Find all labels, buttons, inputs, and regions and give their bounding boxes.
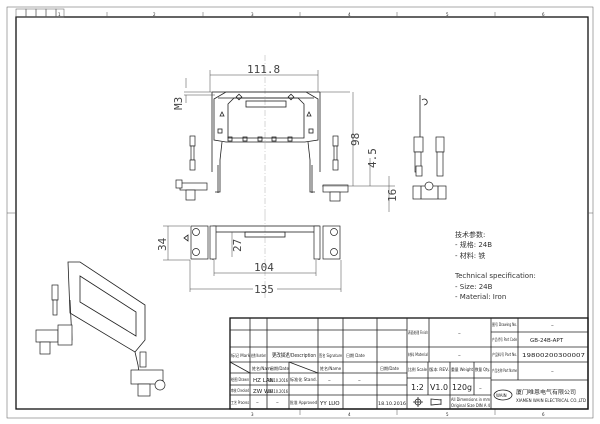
approved-label: 批准 Approved bbox=[290, 399, 317, 405]
technical-specification: 技术参数: - 规格: 24B - 材料: 铁 Technical specif… bbox=[454, 230, 536, 301]
column-label: 2 bbox=[153, 12, 156, 17]
outer-border bbox=[6, 6, 594, 419]
part-code-value: GB-24B-APT bbox=[530, 338, 564, 344]
isometric-view bbox=[35, 261, 166, 397]
screw-left bbox=[189, 135, 196, 171]
number-header: 处数 Number bbox=[251, 352, 266, 358]
material-value: – bbox=[458, 353, 461, 359]
dimension-offset: 4.5 bbox=[366, 148, 379, 168]
company-logo: WAIN bbox=[493, 389, 513, 401]
dimensions-note: All Dimensions in mm bbox=[451, 397, 490, 402]
process-label: 工艺 Process bbox=[231, 400, 249, 405]
column-label: 3 bbox=[251, 12, 254, 17]
standard-label: 标准化 Stand. bbox=[290, 376, 317, 382]
rev-value: V1.0 bbox=[430, 383, 448, 392]
column-label: 4 bbox=[348, 412, 351, 417]
part-name-value: – bbox=[551, 369, 554, 375]
title-block: 标记 Mark 处数 Number 更改描述/Description 签名 Si… bbox=[229, 317, 589, 410]
dimension-width-top: 111.8 bbox=[247, 63, 280, 76]
spec-en-material: - Material: Iron bbox=[455, 293, 506, 301]
process-name: – bbox=[256, 400, 259, 406]
front-view: 111.8 M3 98 4.5 16 bbox=[172, 55, 399, 215]
clamp-left bbox=[175, 179, 208, 201]
spec-en-size: - Size: 24B bbox=[455, 283, 493, 291]
part-name-label: 产品名称 Part Name bbox=[492, 367, 517, 373]
name-header: 姓名/Name bbox=[320, 365, 342, 371]
spec-cn-title: 技术参数: bbox=[455, 230, 485, 239]
inner-border bbox=[15, 16, 589, 410]
column-label: 4 bbox=[348, 12, 351, 17]
column-label: 3 bbox=[251, 412, 254, 417]
clamp-right bbox=[322, 184, 349, 202]
revision-tab bbox=[15, 8, 65, 18]
description-header: 更改描述/Description bbox=[272, 351, 316, 359]
scale-value: 1:2 bbox=[411, 383, 424, 392]
dimension-overall: 135 bbox=[254, 283, 274, 296]
dimension-inner: 27 bbox=[231, 239, 244, 252]
drawn-name: HZ LAN bbox=[253, 378, 274, 384]
column-label: 5 bbox=[446, 12, 449, 17]
qty-label: 数量 Qty. bbox=[475, 366, 490, 372]
company-name-cn: 厦门唯恩电气有限公司 bbox=[516, 388, 576, 396]
approved-date: 18.10.2016 bbox=[378, 401, 407, 406]
top-view: 34 27 104 135 bbox=[156, 215, 342, 300]
dimension-height: 98 bbox=[349, 133, 362, 146]
approved-name: YY LUO bbox=[319, 401, 340, 407]
name-header: 姓名/Name bbox=[252, 365, 274, 371]
column-label: 5 bbox=[446, 412, 449, 417]
hole-row bbox=[217, 93, 314, 142]
part-no-label: 产品料号 Part No. bbox=[492, 351, 517, 357]
standard-date: – bbox=[358, 378, 361, 384]
drawn-label: 绘图 Drawn bbox=[231, 376, 249, 382]
dimension-depth: 34 bbox=[156, 237, 169, 251]
dimension-thread: M3 bbox=[172, 97, 185, 110]
checked-label: 审核 Checked bbox=[231, 387, 249, 393]
date-header: 日期/Date bbox=[380, 365, 399, 371]
drawn-date: 18.10.2016 bbox=[268, 378, 288, 383]
date-header: 日期/Date bbox=[270, 365, 289, 371]
side-view bbox=[412, 95, 447, 200]
date-header: 日期 Date bbox=[346, 352, 365, 358]
signature-header: 签名 Signature bbox=[319, 352, 342, 358]
material-label: 材料 Material bbox=[408, 351, 428, 357]
dimension-foot: 16 bbox=[386, 189, 399, 202]
spec-cn-material: - 材料: 铁 bbox=[455, 251, 485, 260]
screw-right bbox=[332, 135, 339, 171]
standard-name: – bbox=[328, 378, 331, 384]
checked-date: 18.10.2016 bbox=[268, 389, 288, 394]
drawing-no-value: – bbox=[551, 323, 554, 329]
svg-text:WAIN: WAIN bbox=[496, 393, 507, 398]
checked-name: ZW WU bbox=[253, 389, 273, 395]
drawing-no-label: 图号 Drawing No. bbox=[492, 321, 517, 327]
dimension-hole-span: 104 bbox=[254, 261, 274, 274]
finish-label: 表面处理 Finish bbox=[408, 329, 428, 335]
process-date: – bbox=[276, 400, 279, 406]
spec-cn-size: - 规格: 24B bbox=[455, 240, 492, 249]
spec-en-title: Technical specification: bbox=[454, 272, 536, 280]
part-no-value: 19800200300007 bbox=[522, 353, 586, 359]
scale-label: 比例 Scale bbox=[408, 366, 427, 372]
weight-label: 重量 Weight bbox=[451, 366, 473, 372]
qty-value: – bbox=[479, 386, 482, 392]
part-code-label: 产品代号 Part Code bbox=[492, 336, 517, 342]
mark-header: 标记 Mark bbox=[231, 352, 251, 358]
rev-label: 版本 REV. bbox=[429, 366, 449, 372]
company-name-en: XIAMEN WAIN ELECTRICAL CO.,LTD bbox=[516, 398, 586, 403]
column-label: 1 bbox=[58, 12, 61, 17]
original-size-note: Original Size DIN A 4 bbox=[451, 403, 490, 408]
finish-value: – bbox=[458, 331, 461, 337]
column-label: 6 bbox=[542, 12, 545, 17]
projection-symbol-icon bbox=[413, 397, 442, 407]
weight-value: 120g bbox=[452, 383, 472, 392]
column-markers: 1 2 3 4 5 6 3 4 5 6 bbox=[7, 12, 593, 417]
column-label: 6 bbox=[542, 412, 545, 417]
